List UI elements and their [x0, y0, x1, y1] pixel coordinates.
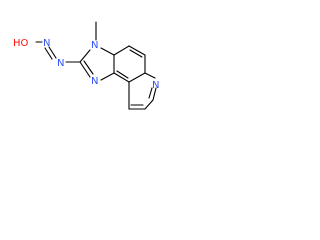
bond-c2-n3 [79, 49, 91, 63]
hydroxyl-label: HO [13, 38, 29, 49]
bond-c7-c8 [144, 99, 154, 110]
bond-n6-c7 [152, 87, 157, 101]
bond-n1-c2-b [83, 60, 94, 75]
azo-nitrogen-1-label: N [43, 38, 50, 49]
bond-c3a-c4 [113, 45, 130, 56]
bond-c5a-c9a [128, 72, 146, 83]
bond-c4-c5-inner [129, 49, 143, 58]
bond-n6-c7-inner [148, 87, 153, 99]
atom-labels: HO N N N N N [13, 38, 159, 91]
bond-n-n-double-a [48, 46, 57, 59]
pyridine-n-label: N [152, 80, 159, 91]
bond-n1-c2-a [79, 61, 91, 78]
bond-n-n-double-b [44, 47, 53, 60]
bond-c9a-c9b-inner [116, 70, 129, 79]
molecule-structure: HO N N N N N [13, 21, 159, 110]
bond-n3-c3a [100, 47, 115, 56]
structure-diagram: HO N N N N N [0, 0, 201, 138]
imidazole-n-methyl-label: N [91, 40, 98, 51]
azo-nitrogen-2-label: N [57, 58, 64, 69]
bond-c9a-c9b [113, 72, 130, 83]
bond-c9b-n1 [100, 72, 115, 81]
bond-c5a-n6 [144, 72, 156, 79]
imidazole-n-label: N [91, 76, 98, 87]
bonds [35, 21, 157, 110]
bond-c4-c5 [128, 45, 146, 56]
